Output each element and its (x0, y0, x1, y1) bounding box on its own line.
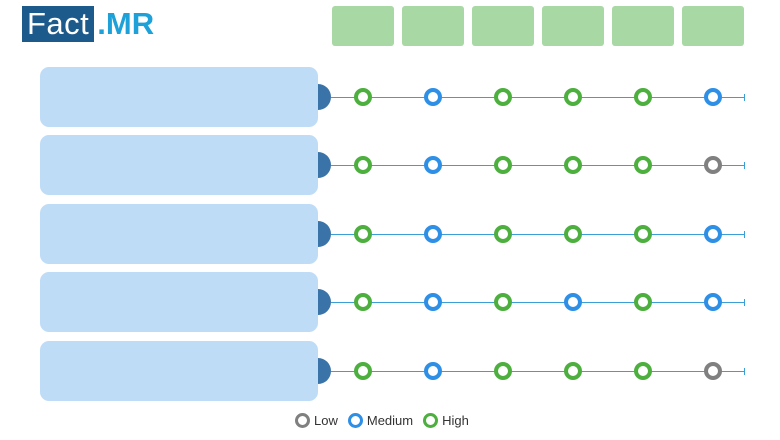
rating-dot-medium (424, 293, 442, 311)
logo-mr-text: .MR (97, 6, 155, 41)
row-label-3 (40, 204, 318, 264)
rating-dot-high (494, 293, 512, 311)
rating-dot-high (494, 156, 512, 174)
rating-dot-high (634, 225, 652, 243)
rating-dot-medium (424, 88, 442, 106)
rating-dot-medium (424, 362, 442, 380)
column-header-cell-4 (542, 6, 604, 46)
rating-dot-high (564, 156, 582, 174)
rating-dot-medium (704, 225, 722, 243)
row-timeline (331, 371, 745, 372)
rating-dot-medium (424, 225, 442, 243)
legend-item-low: Low (295, 412, 338, 428)
row-label-4 (40, 272, 318, 332)
rating-dot-high (564, 362, 582, 380)
row-connector-cap (318, 358, 331, 384)
rating-dot-high (634, 156, 652, 174)
row-timeline (331, 165, 745, 166)
row-timeline (331, 234, 745, 235)
rating-dot-high (354, 156, 372, 174)
row-timeline-end-tick (744, 94, 745, 101)
legend-dot-high (423, 412, 439, 428)
legend-dot-medium (347, 412, 363, 428)
logo-fact-text: Fact (22, 6, 95, 42)
rating-dot-low (704, 362, 722, 380)
rating-dot-medium (424, 156, 442, 174)
column-header-cell-5 (612, 6, 674, 46)
rating-dot-high (634, 362, 652, 380)
row-label-2 (40, 135, 318, 195)
rating-dot-medium (564, 293, 582, 311)
legend: Low Medium High (295, 410, 469, 430)
row-label-1 (40, 67, 318, 127)
column-header-cell-6 (682, 6, 744, 46)
legend-dot-low (295, 412, 310, 428)
row-connector-cap (318, 152, 331, 178)
rating-dot-high (354, 225, 372, 243)
rating-dot-high (494, 362, 512, 380)
rating-dot-high (494, 225, 512, 243)
rating-dot-high (564, 225, 582, 243)
rating-dot-low (704, 156, 722, 174)
row-timeline (331, 302, 745, 303)
rating-dot-high (634, 293, 652, 311)
rating-dot-high (564, 88, 582, 106)
row-timeline-end-tick (744, 299, 745, 306)
row-connector-cap (318, 221, 331, 247)
row-timeline-end-tick (744, 231, 745, 238)
column-header-cell-3 (472, 6, 534, 46)
factmr-logo: Fact .MR (22, 6, 154, 42)
rating-dot-high (494, 88, 512, 106)
row-label-5 (40, 341, 318, 401)
column-header-cell-2 (402, 6, 464, 46)
row-timeline-end-tick (744, 162, 745, 169)
legend-label: Low (314, 412, 338, 428)
row-timeline (331, 97, 745, 98)
rating-dot-high (354, 293, 372, 311)
rating-dot-medium (704, 293, 722, 311)
legend-item-medium: Medium (347, 412, 414, 428)
rating-dot-medium (704, 88, 722, 106)
row-timeline-end-tick (744, 368, 745, 375)
legend-label: High (442, 412, 469, 428)
column-header-cell-1 (332, 6, 394, 46)
rating-dot-high (354, 362, 372, 380)
rating-dot-high (354, 88, 372, 106)
row-connector-cap (318, 84, 331, 110)
rating-dot-high (634, 88, 652, 106)
legend-item-high: High (423, 412, 469, 428)
legend-label: Medium (366, 412, 414, 428)
row-connector-cap (318, 289, 331, 315)
